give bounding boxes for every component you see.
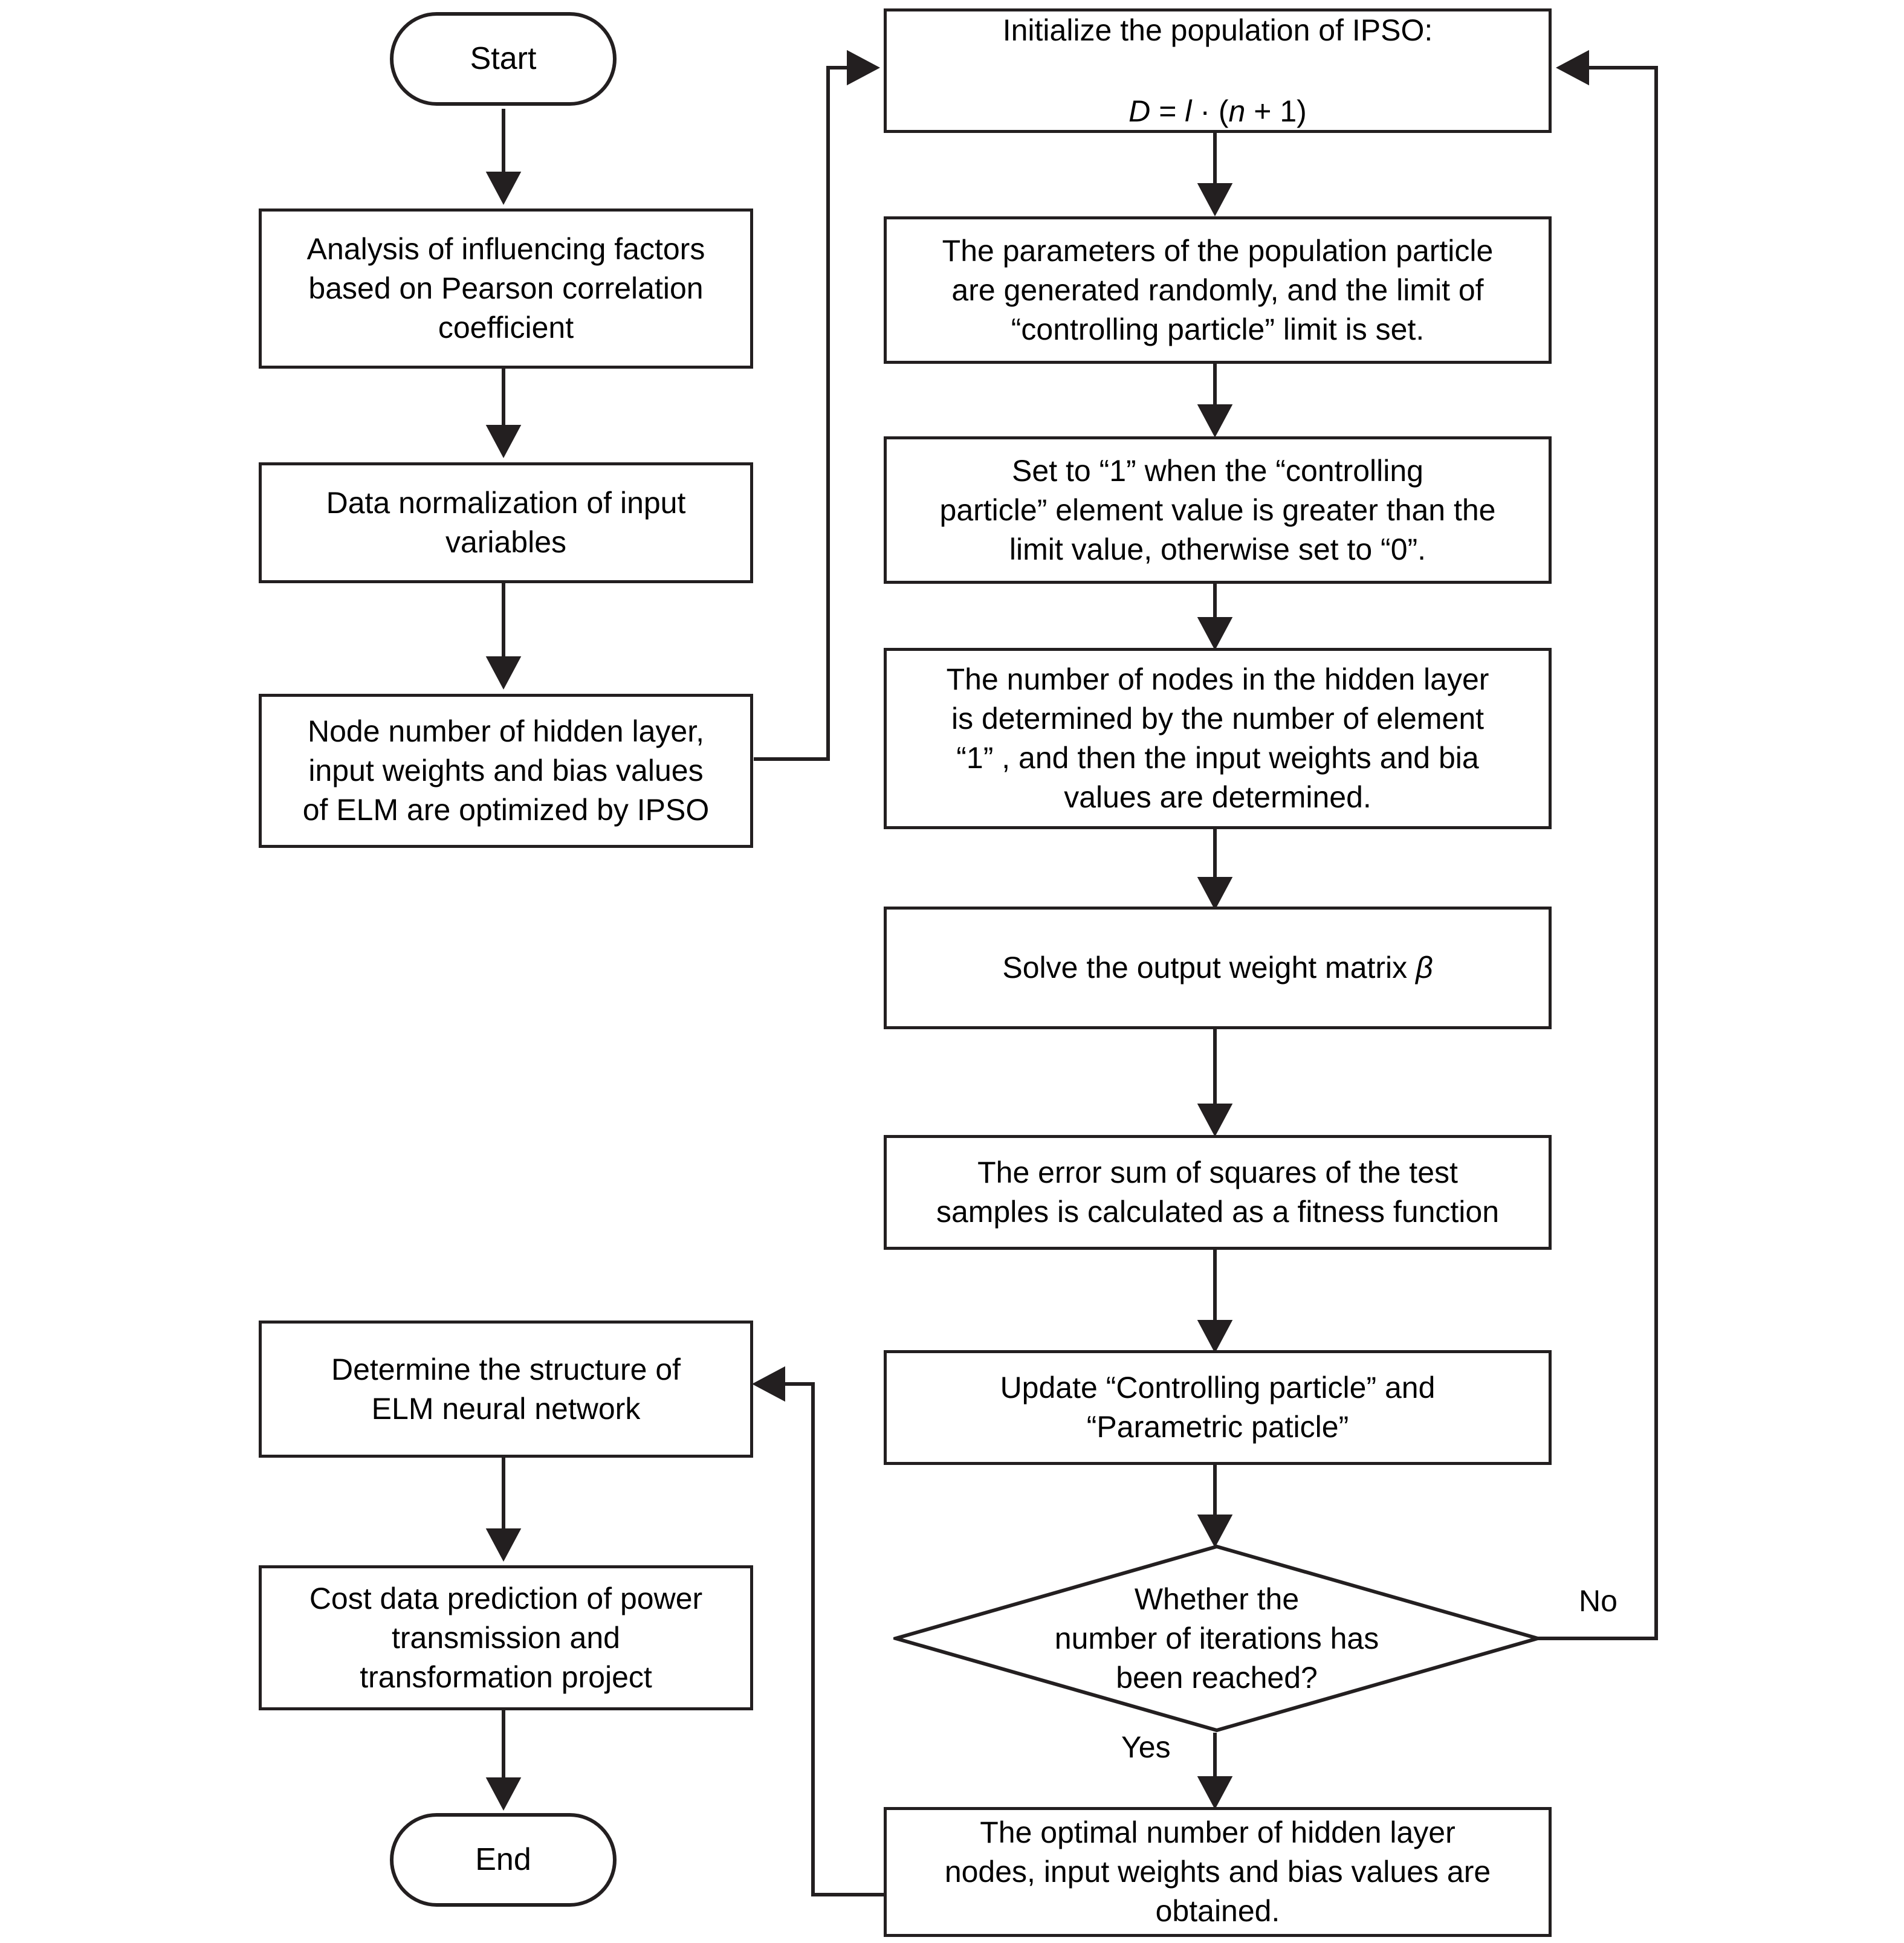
node-determine-structure[interactable]: Determine the structure of ELM neural ne… bbox=[259, 1321, 753, 1458]
node-initialize-population-label: Initialize the population of IPSO: bbox=[1002, 13, 1433, 47]
node-decision-iterations[interactable]: Whether the number of iterations has bee… bbox=[893, 1544, 1540, 1733]
node-cost-prediction[interactable]: Cost data prediction of power transmissi… bbox=[259, 1565, 753, 1710]
formula-lhs: D bbox=[1128, 94, 1151, 128]
node-analysis-pearson-label: Analysis of influencing factors based on… bbox=[306, 232, 705, 344]
edge-label-no: No bbox=[1579, 1584, 1617, 1618]
edge-label-yes: Yes bbox=[1121, 1730, 1171, 1764]
node-start[interactable]: Start bbox=[390, 12, 617, 106]
node-end[interactable]: End bbox=[390, 1813, 617, 1907]
node-node-number-ipso[interactable]: Node number of hidden layer, input weigh… bbox=[259, 694, 753, 848]
node-start-label: Start bbox=[470, 40, 537, 76]
node-error-sum-squares-label: The error sum of squares of the test sam… bbox=[936, 1156, 1500, 1229]
beta-symbol: β bbox=[1416, 951, 1433, 984]
node-set-to-one-label: Set to “1” when the “controlling particl… bbox=[939, 453, 1496, 566]
edge-optimal-to-determinestructure bbox=[751, 1366, 890, 1896]
node-data-normalization[interactable]: Data normalization of input variables bbox=[259, 462, 753, 583]
node-update-particles-label: Update “Controlling particle” and “Param… bbox=[1000, 1371, 1436, 1444]
node-solve-output-weight-label: Solve the output weight matrix β bbox=[991, 948, 1443, 988]
node-node-number-ipso-label: Node number of hidden layer, input weigh… bbox=[302, 714, 710, 827]
node-analysis-pearson[interactable]: Analysis of influencing factors based on… bbox=[259, 209, 753, 369]
node-hidden-layer-nodes-label: The number of nodes in the hidden layer … bbox=[946, 662, 1489, 814]
formula-dot: · bbox=[1200, 94, 1210, 128]
node-initialize-population[interactable]: Initialize the population of IPSO: D = l… bbox=[884, 8, 1552, 133]
edge-nodenumber-to-initialize bbox=[754, 50, 881, 761]
formula-open-paren: ( bbox=[1218, 94, 1229, 128]
node-population-parameters[interactable]: The parameters of the population particl… bbox=[884, 216, 1552, 364]
node-hidden-layer-nodes[interactable]: The number of nodes in the hidden layer … bbox=[884, 648, 1552, 829]
node-end-label: End bbox=[475, 1841, 531, 1877]
formula-var2: n bbox=[1228, 94, 1246, 128]
node-decision-iterations-label: Whether the number of iterations has bee… bbox=[1054, 1582, 1379, 1695]
solve-beta-prefix: Solve the output weight matrix bbox=[1002, 951, 1416, 984]
node-set-to-one[interactable]: Set to “1” when the “controlling particl… bbox=[884, 436, 1552, 584]
node-initialize-formula: D = l · (n + 1) bbox=[1118, 53, 1318, 131]
node-update-particles[interactable]: Update “Controlling particle” and “Param… bbox=[884, 1350, 1552, 1465]
node-cost-prediction-label: Cost data prediction of power transmissi… bbox=[309, 1581, 703, 1694]
formula-close-paren: ) bbox=[1297, 94, 1307, 128]
node-optimal-values[interactable]: The optimal number of hidden layer nodes… bbox=[884, 1807, 1552, 1937]
formula-eq: = bbox=[1159, 94, 1177, 128]
node-solve-output-weight[interactable]: Solve the output weight matrix β bbox=[884, 907, 1552, 1029]
formula-one: 1 bbox=[1280, 94, 1297, 128]
formula-plus: + bbox=[1254, 94, 1272, 128]
formula-var1: l bbox=[1185, 94, 1192, 128]
node-data-normalization-label: Data normalization of input variables bbox=[326, 486, 686, 559]
decision-diamond-shape bbox=[893, 1544, 1540, 1733]
edge-decision-no-to-initialize bbox=[1536, 50, 1658, 1640]
node-population-parameters-label: The parameters of the population particl… bbox=[942, 233, 1494, 346]
node-optimal-values-label: The optimal number of hidden layer nodes… bbox=[944, 1815, 1491, 1928]
node-error-sum-squares[interactable]: The error sum of squares of the test sam… bbox=[884, 1135, 1552, 1250]
node-determine-structure-label: Determine the structure of ELM neural ne… bbox=[331, 1352, 681, 1426]
